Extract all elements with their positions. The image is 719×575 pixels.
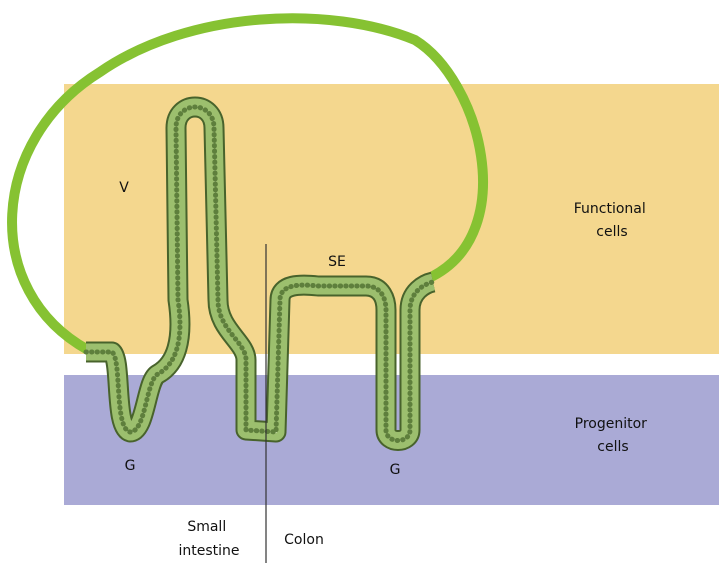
small-intestine-label-line2: intestine: [178, 543, 239, 559]
colon-label: Colon: [284, 532, 324, 548]
gland-label-small-intestine: G: [125, 458, 136, 474]
gland-label-colon: G: [390, 462, 401, 478]
epithelium-tissue: [83, 96, 436, 451]
functional-cells-label-line2: cells: [596, 224, 627, 240]
villus-label: V: [119, 180, 129, 196]
functional-cells-label-line1: Functional: [574, 201, 646, 217]
progenitor-cells-label-line2: cells: [597, 439, 628, 455]
small-intestine-label: Small intestine: [178, 519, 239, 559]
functional-cells-label: Functional cells: [574, 201, 650, 240]
cell-renewal-arc: [7, 13, 488, 355]
progenitor-cells-label: Progenitor cells: [575, 416, 652, 455]
epithelium-cell-nuclei: [83, 104, 436, 443]
progenitor-cells-label-line1: Progenitor: [575, 416, 648, 432]
small-intestine-label-line1: Small: [187, 519, 226, 535]
surface-epithelium-label: SE: [328, 254, 346, 270]
